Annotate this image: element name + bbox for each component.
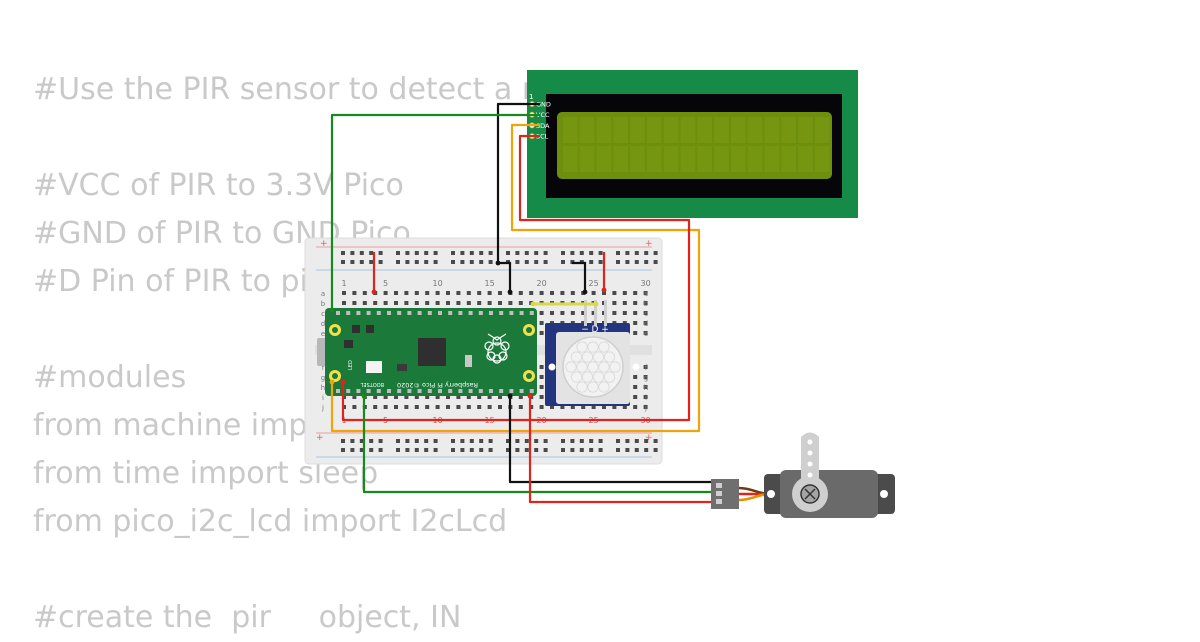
column-label: 20 xyxy=(537,279,547,288)
row-label: c xyxy=(321,310,325,318)
row-label: i xyxy=(322,394,324,402)
plus-rail-mark: + xyxy=(645,239,653,249)
row-label: f xyxy=(322,364,325,372)
pir-sensor[interactable]: −D+ xyxy=(545,300,640,406)
row-label: i xyxy=(645,394,647,402)
row-label: d xyxy=(321,320,325,328)
row-label: g xyxy=(644,374,648,382)
pir-pin-label: − xyxy=(581,325,589,335)
plus-rail-mark: + xyxy=(320,239,328,249)
code-line: #modules xyxy=(33,360,187,395)
code-line: #D Pin of PIR to pi xyxy=(33,264,308,299)
raspberry-logo-icon xyxy=(484,333,510,364)
fresnel-lens-pattern xyxy=(565,341,621,393)
row-label: a xyxy=(321,290,325,298)
pir-pin-label: + xyxy=(601,325,609,335)
row-label: h xyxy=(321,384,325,392)
plus-rail-mark: + xyxy=(645,433,653,443)
pir-pin-label: D xyxy=(592,325,599,335)
lcd-pin-label-gnd: GND xyxy=(536,101,551,109)
column-label: 5 xyxy=(383,279,388,288)
servo-motor[interactable] xyxy=(711,432,895,519)
row-label: a xyxy=(644,290,648,298)
column-label: 1 xyxy=(341,279,346,288)
row-label: h xyxy=(644,384,648,392)
bootsel-button[interactable] xyxy=(366,361,382,373)
code-line: from pico_i2c_lcd import I2cLcd xyxy=(33,504,508,539)
pico-board-label: Raspberry Pi Pico ©2020 xyxy=(397,381,478,389)
row-label: b xyxy=(644,300,649,308)
wire-lcd-vcc[interactable] xyxy=(330,113,540,310)
servo-connector xyxy=(711,479,739,509)
raspberry-pi-pico[interactable]: Raspberry Pi Pico ©2020 BOOTSEL LED xyxy=(317,308,537,396)
lcd-pin-label-sda: SDA xyxy=(536,122,550,130)
bootsel-label: BOOTSEL xyxy=(360,381,384,387)
servo-horn xyxy=(801,432,819,480)
column-label: 15 xyxy=(485,279,495,288)
wire-rail-black[interactable] xyxy=(498,261,587,292)
rp2040-chip xyxy=(418,338,446,366)
wire-lcd-scl[interactable] xyxy=(341,134,691,422)
row-label: g xyxy=(321,374,325,382)
wire-servo-gnd[interactable] xyxy=(508,396,712,484)
plus-rail-mark: + xyxy=(316,433,324,443)
pir-pin-labels: −D+ xyxy=(581,325,609,335)
wire-servo-signal[interactable] xyxy=(362,396,712,494)
lcd-pin-label-scl: SCL xyxy=(536,133,549,141)
wire-servo-power[interactable] xyxy=(528,396,712,504)
lcd-character-cells xyxy=(563,117,830,172)
led-label: LED xyxy=(348,360,354,370)
lcd-pin-label-vcc: VCC xyxy=(536,111,550,119)
row-label: b xyxy=(321,300,326,308)
row-label: f xyxy=(645,364,648,372)
wire-lcd-sda[interactable] xyxy=(330,123,701,433)
wire-lcd-gnd[interactable] xyxy=(496,102,540,263)
code-line: #VCC of PIR to 3.3V Pico xyxy=(33,168,404,203)
column-label: 25 xyxy=(589,279,599,288)
lcd-module[interactable]: 1 GND VCC SDA SCL xyxy=(527,70,858,218)
row-label: j xyxy=(321,404,324,412)
code-line: #create the pir object, IN xyxy=(33,600,462,635)
row-label: j xyxy=(644,404,647,412)
row-label: c xyxy=(644,310,648,318)
row-label: e xyxy=(321,330,325,338)
wire-rail-red[interactable] xyxy=(372,252,606,292)
column-label: 10 xyxy=(433,279,443,288)
lcd-pin-number: 1 xyxy=(529,93,533,101)
row-label: e xyxy=(644,330,648,338)
row-label: d xyxy=(644,320,648,328)
code-editor-background: #Use the PIR sensor to detect a m#VCC of… xyxy=(33,66,551,642)
fresnel-lens xyxy=(562,336,624,398)
column-label: 30 xyxy=(641,279,651,288)
code-line: from machine imp xyxy=(33,408,308,443)
wire-endpoints xyxy=(329,260,607,399)
pico-pin-row xyxy=(336,311,534,393)
